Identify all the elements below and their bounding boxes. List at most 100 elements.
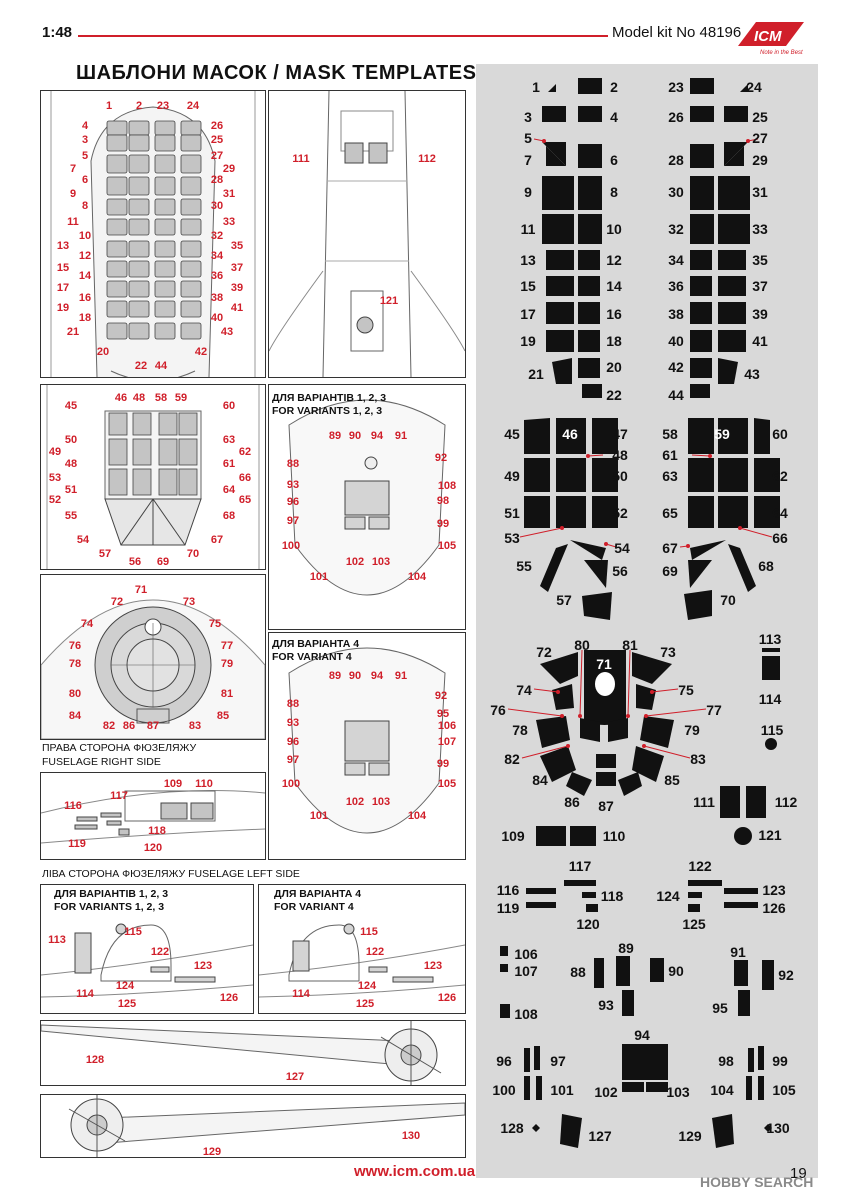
callout-label: 18 bbox=[79, 312, 91, 324]
mask-number: 68 bbox=[758, 558, 774, 574]
mask-number: 76 bbox=[490, 702, 506, 718]
mask-number: 129 bbox=[678, 1128, 702, 1144]
callout-label: 50 bbox=[65, 434, 77, 446]
glazing-panel bbox=[154, 300, 176, 318]
callout-label: 87 bbox=[147, 720, 159, 732]
callout-label: 98 bbox=[437, 495, 449, 507]
logo-tagline: Note in the Best bbox=[760, 50, 803, 56]
mask-number: 14 bbox=[606, 278, 622, 294]
glazing-panel bbox=[106, 240, 128, 258]
callout-label: 122 bbox=[151, 946, 169, 958]
glazing-panel bbox=[154, 198, 176, 216]
callout-label: 65 bbox=[239, 494, 251, 506]
mask-number: 73 bbox=[660, 644, 676, 660]
callout-label: 79 bbox=[221, 658, 233, 670]
mask-number: 4 bbox=[610, 109, 618, 125]
glazing-panel bbox=[106, 198, 128, 216]
callout-label: 2 bbox=[136, 100, 142, 112]
mask-number: 101 bbox=[550, 1082, 574, 1098]
callout-label: 112 bbox=[418, 153, 436, 165]
mask-number: 53 bbox=[504, 530, 520, 546]
callout-label: 88 bbox=[287, 698, 299, 710]
callout-label: 12 bbox=[79, 250, 91, 262]
mask-number: 127 bbox=[588, 1128, 612, 1144]
mask-number: 47 bbox=[612, 426, 628, 442]
callout-label: 80 bbox=[69, 688, 81, 700]
callout-label: 118 bbox=[148, 825, 166, 837]
mask-number: 60 bbox=[772, 426, 788, 442]
callout-label: 105 bbox=[438, 778, 456, 790]
callout-label: 46 bbox=[115, 392, 127, 404]
mask-number: 30 bbox=[668, 184, 684, 200]
glazing-panel bbox=[154, 154, 176, 174]
mask-number: 54 bbox=[614, 540, 630, 556]
callout-label: 104 bbox=[408, 810, 427, 822]
callout-label: 120 bbox=[144, 842, 162, 854]
glazing-panel bbox=[178, 412, 198, 436]
callout-label: 11 bbox=[67, 216, 79, 228]
glazing-panel bbox=[106, 280, 128, 298]
mask-number: 123 bbox=[762, 882, 786, 898]
callout-label: 125 bbox=[118, 998, 136, 1010]
mask-number: 77 bbox=[706, 702, 722, 718]
callout-label: 105 bbox=[438, 540, 456, 552]
glazing-panel bbox=[154, 280, 176, 298]
glazing-panel bbox=[132, 412, 152, 436]
callout-label: 96 bbox=[287, 736, 299, 748]
mask-number: 65 bbox=[662, 505, 678, 521]
footer-url[interactable]: www.icm.com.ua bbox=[354, 1163, 476, 1180]
callout-label: 94 bbox=[371, 430, 384, 442]
callout-label: 29 bbox=[223, 163, 235, 175]
callout-label: 102 bbox=[346, 796, 364, 808]
callout-label: 57 bbox=[99, 548, 111, 560]
callout-label: 90 bbox=[349, 430, 361, 442]
mask-number: 79 bbox=[684, 722, 700, 738]
callout-label: 126 bbox=[438, 992, 456, 1004]
callout-label: 51 bbox=[65, 484, 77, 496]
callout-label: 89 bbox=[329, 670, 341, 682]
callout-label: 59 bbox=[175, 392, 187, 404]
mask-number: 62 bbox=[772, 468, 788, 484]
mask-number: 130 bbox=[766, 1120, 790, 1136]
mask-number: 119 bbox=[497, 900, 520, 916]
callout-label: 69 bbox=[157, 556, 169, 568]
mask-number: 72 bbox=[536, 644, 552, 660]
callout-label: 21 bbox=[67, 326, 79, 338]
callout-label: 91 bbox=[395, 670, 407, 682]
callout-label: 121 bbox=[380, 295, 398, 307]
mask-number: 7 bbox=[524, 152, 532, 168]
callout-label: 88 bbox=[287, 458, 299, 470]
callout-label: 72 bbox=[111, 596, 123, 608]
callout-label: 41 bbox=[231, 302, 243, 314]
callout-label: 76 bbox=[69, 640, 81, 652]
callout-label: 117 bbox=[110, 790, 128, 802]
mask-number: 38 bbox=[668, 306, 684, 322]
callout-label: 116 bbox=[64, 800, 82, 812]
mask-number: 78 bbox=[512, 722, 528, 738]
callout-label: 24 bbox=[187, 100, 200, 112]
callout-label: 13 bbox=[57, 240, 69, 252]
callout-label: 49 bbox=[49, 446, 61, 458]
callout-label: 62 bbox=[239, 446, 251, 458]
mask-number: 31 bbox=[752, 184, 768, 200]
mask-number: 42 bbox=[668, 359, 684, 375]
glazing-panel bbox=[180, 240, 202, 258]
callout-label: 35 bbox=[231, 240, 243, 252]
callout-label: 130 bbox=[402, 1130, 420, 1142]
callout-label: 70 bbox=[187, 548, 199, 560]
callout-label: 81 bbox=[221, 688, 233, 700]
glazing-panel bbox=[128, 176, 150, 196]
mask-number: 95 bbox=[712, 1000, 728, 1016]
glazing-panel bbox=[128, 280, 150, 298]
mask-number: 22 bbox=[606, 387, 622, 403]
